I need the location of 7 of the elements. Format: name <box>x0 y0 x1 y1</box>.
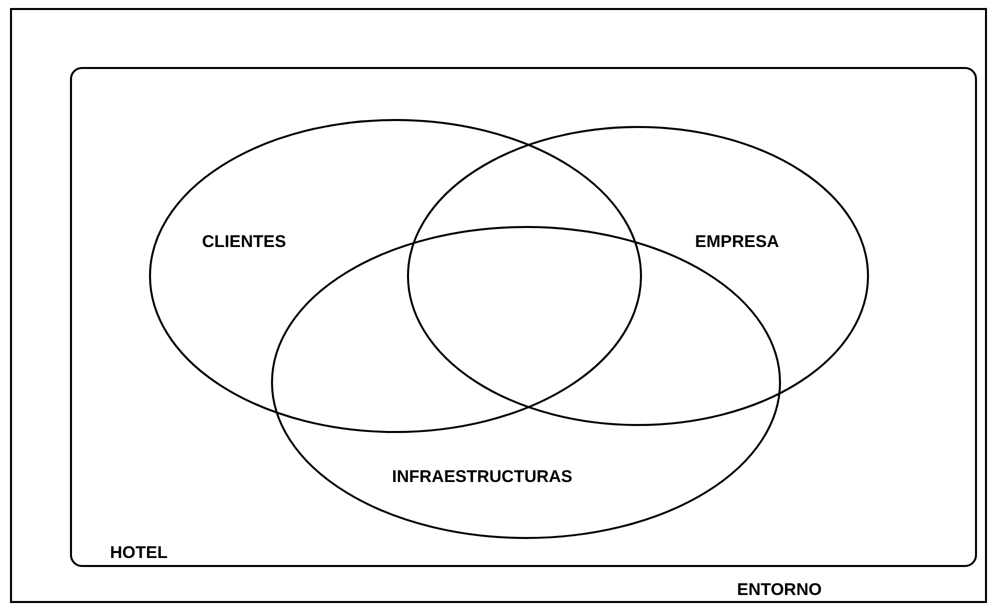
region-label: CLIENTES <box>202 232 286 252</box>
region-label: INFRAESTRUCTURAS <box>392 467 572 487</box>
region-label: EMPRESA <box>695 232 780 252</box>
outer-frame <box>10 8 987 603</box>
rounded-rectangle <box>70 67 977 567</box>
region-label: HOTEL <box>110 543 168 563</box>
region-label: ENTORNO <box>737 580 822 600</box>
